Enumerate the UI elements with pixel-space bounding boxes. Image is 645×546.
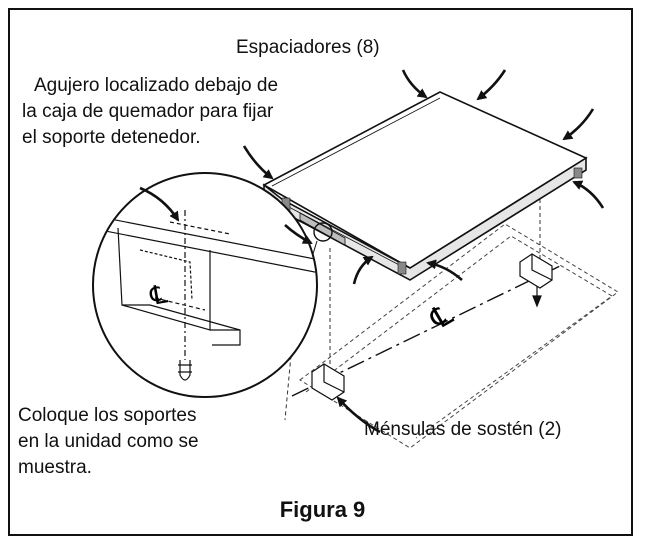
detail-callout-ring (313, 222, 333, 242)
spacers-label: Espaciadores (8) (236, 37, 380, 58)
brackets-label: Ménsulas de sostén (2) (364, 419, 562, 440)
arrow-hole (242, 145, 274, 180)
place-note-line-1: Coloque los soportes (18, 405, 197, 426)
arrow-bracket (336, 396, 381, 434)
pointer-arrows (139, 69, 605, 434)
place-note-line-3: muestra. (18, 457, 92, 478)
magnifier-detail: ℄ (92, 172, 318, 398)
arrow-spacer-2 (476, 69, 507, 101)
arrow-spacer-3 (562, 108, 595, 141)
arrow-spacer-5 (426, 259, 463, 281)
figure-frame (8, 8, 633, 536)
bracket-right (519, 253, 553, 308)
centerline (291, 265, 561, 397)
hole-note-line-3: el soporte detenedor. (22, 127, 201, 148)
centerline-symbol-small: ℄ (147, 279, 170, 311)
cooktop (262, 91, 588, 281)
hole-note-line-1: Agujero localizado debajo de (34, 75, 279, 96)
arrow-spacer-4 (572, 180, 605, 209)
arrow-spacer-7 (284, 224, 313, 245)
arrow-spacer-6 (352, 255, 374, 285)
figure-title: Figura 9 (279, 497, 366, 522)
arrow-spacer-1 (401, 69, 428, 99)
place-note-line-2: en la unidad como se (18, 431, 199, 452)
counter-cutout-outline (299, 223, 619, 449)
arrow-magnifier (139, 186, 180, 222)
hole-note-line-2: la caja de quemador para fijar (22, 101, 274, 122)
bracket-left (311, 363, 345, 401)
